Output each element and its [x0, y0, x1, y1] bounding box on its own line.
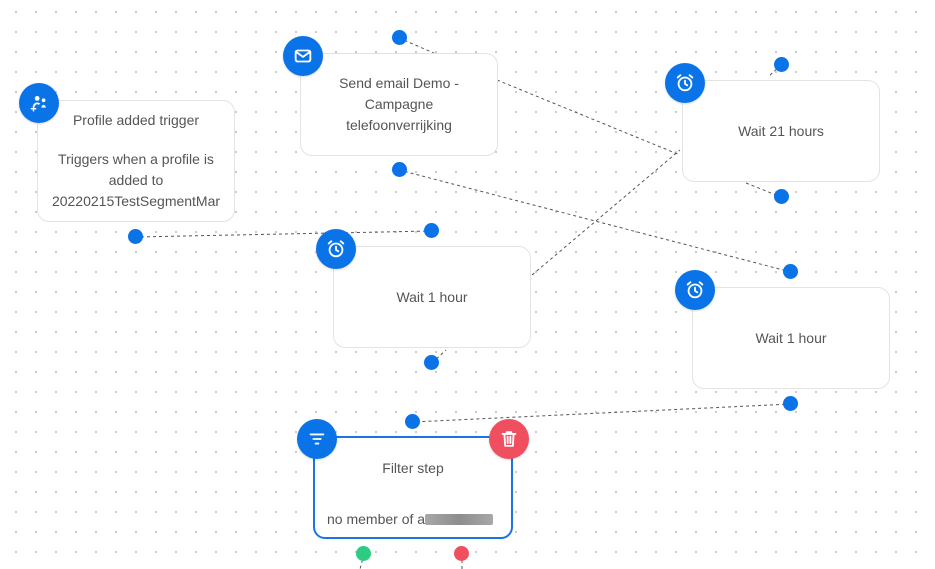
edge-wait1-to-email: [531, 149, 681, 276]
trigger-output-port[interactable]: [128, 229, 143, 244]
filter-step-input-port[interactable]: [405, 414, 420, 429]
mail-icon[interactable]: [283, 36, 323, 76]
edge-wait1-right-to-filter: [412, 403, 792, 423]
send-email-title: Send email Demo - Campagne telefoonverri…: [339, 75, 459, 133]
filter-step-title: Filter step: [382, 460, 444, 476]
filter-icon[interactable]: [297, 419, 337, 459]
wait-21-hours-node[interactable]: Wait 21 hours: [682, 80, 880, 182]
filter-false-output-port[interactable]: [454, 546, 469, 561]
edge-trigger-to-wait1: [134, 230, 433, 238]
wait-1-hour-node[interactable]: Wait 1 hour: [333, 246, 531, 348]
wait-1-hour-right-output-port[interactable]: [783, 396, 798, 411]
trigger-title: Profile added trigger: [72, 112, 200, 128]
filter-condition-row: no member of a: [327, 509, 494, 530]
send-email-node[interactable]: Send email Demo - Campagne telefoonverri…: [300, 53, 498, 156]
wait-21-hours-title: Wait 21 hours: [738, 122, 824, 139]
alarm-clock-icon[interactable]: [316, 229, 356, 269]
profile-add-icon[interactable]: [19, 83, 59, 123]
trigger-node[interactable]: Profile added trigger Triggers when a pr…: [37, 100, 235, 222]
trigger-description: Triggers when a profile is added to 2022…: [51, 151, 221, 209]
filter-condition-text: no member of a: [327, 511, 426, 527]
wait-1-hour-right-title: Wait 1 hour: [755, 329, 827, 346]
alarm-clock-icon[interactable]: [665, 63, 705, 103]
wait-21-hours-output-port[interactable]: [774, 189, 789, 204]
filter-true-output-port[interactable]: [356, 546, 371, 561]
wait-1-hour-right-input-port[interactable]: [783, 264, 798, 279]
trash-icon[interactable]: [489, 419, 529, 459]
wait-1-hour-output-port[interactable]: [424, 355, 439, 370]
wait-1-hour-node-right[interactable]: Wait 1 hour: [692, 287, 890, 389]
wait-1-hour-input-port[interactable]: [424, 223, 439, 238]
send-email-output-port[interactable]: [392, 162, 407, 177]
filter-step-node[interactable]: Filter step no member of a: [313, 436, 513, 539]
wait-1-hour-title: Wait 1 hour: [396, 288, 468, 305]
edge-email-to-wait21-b: [496, 79, 681, 156]
alarm-clock-icon[interactable]: [675, 270, 715, 310]
wait-21-hours-input-port[interactable]: [774, 57, 789, 72]
redacted-segment-name: [425, 514, 494, 525]
send-email-input-port[interactable]: [392, 30, 407, 45]
